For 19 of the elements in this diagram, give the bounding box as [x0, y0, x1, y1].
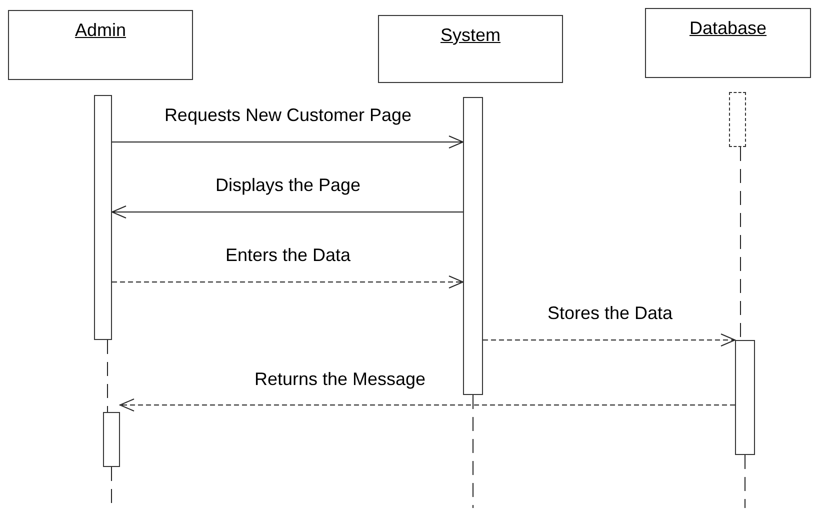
message-arrow	[120, 398, 736, 412]
lifeline-head-box	[645, 8, 811, 78]
message-arrow	[482, 334, 736, 346]
activation-bar	[463, 97, 483, 395]
activation-bar	[103, 412, 120, 467]
participant-name: System	[440, 24, 500, 46]
message-arrow	[112, 206, 464, 218]
message-arrow	[112, 136, 464, 148]
activation-bar	[729, 92, 746, 147]
lifeline-head-box	[8, 10, 193, 80]
message-arrow	[112, 276, 464, 288]
participant-name: Admin	[74, 19, 126, 42]
lifeline-head-box	[378, 15, 563, 83]
lifeline	[472, 394, 474, 508]
participant-name: Database	[689, 17, 767, 40]
activation-bar	[735, 340, 755, 455]
activation-bar	[94, 95, 112, 340]
lifeline	[107, 340, 108, 412]
lifeline	[744, 454, 746, 508]
